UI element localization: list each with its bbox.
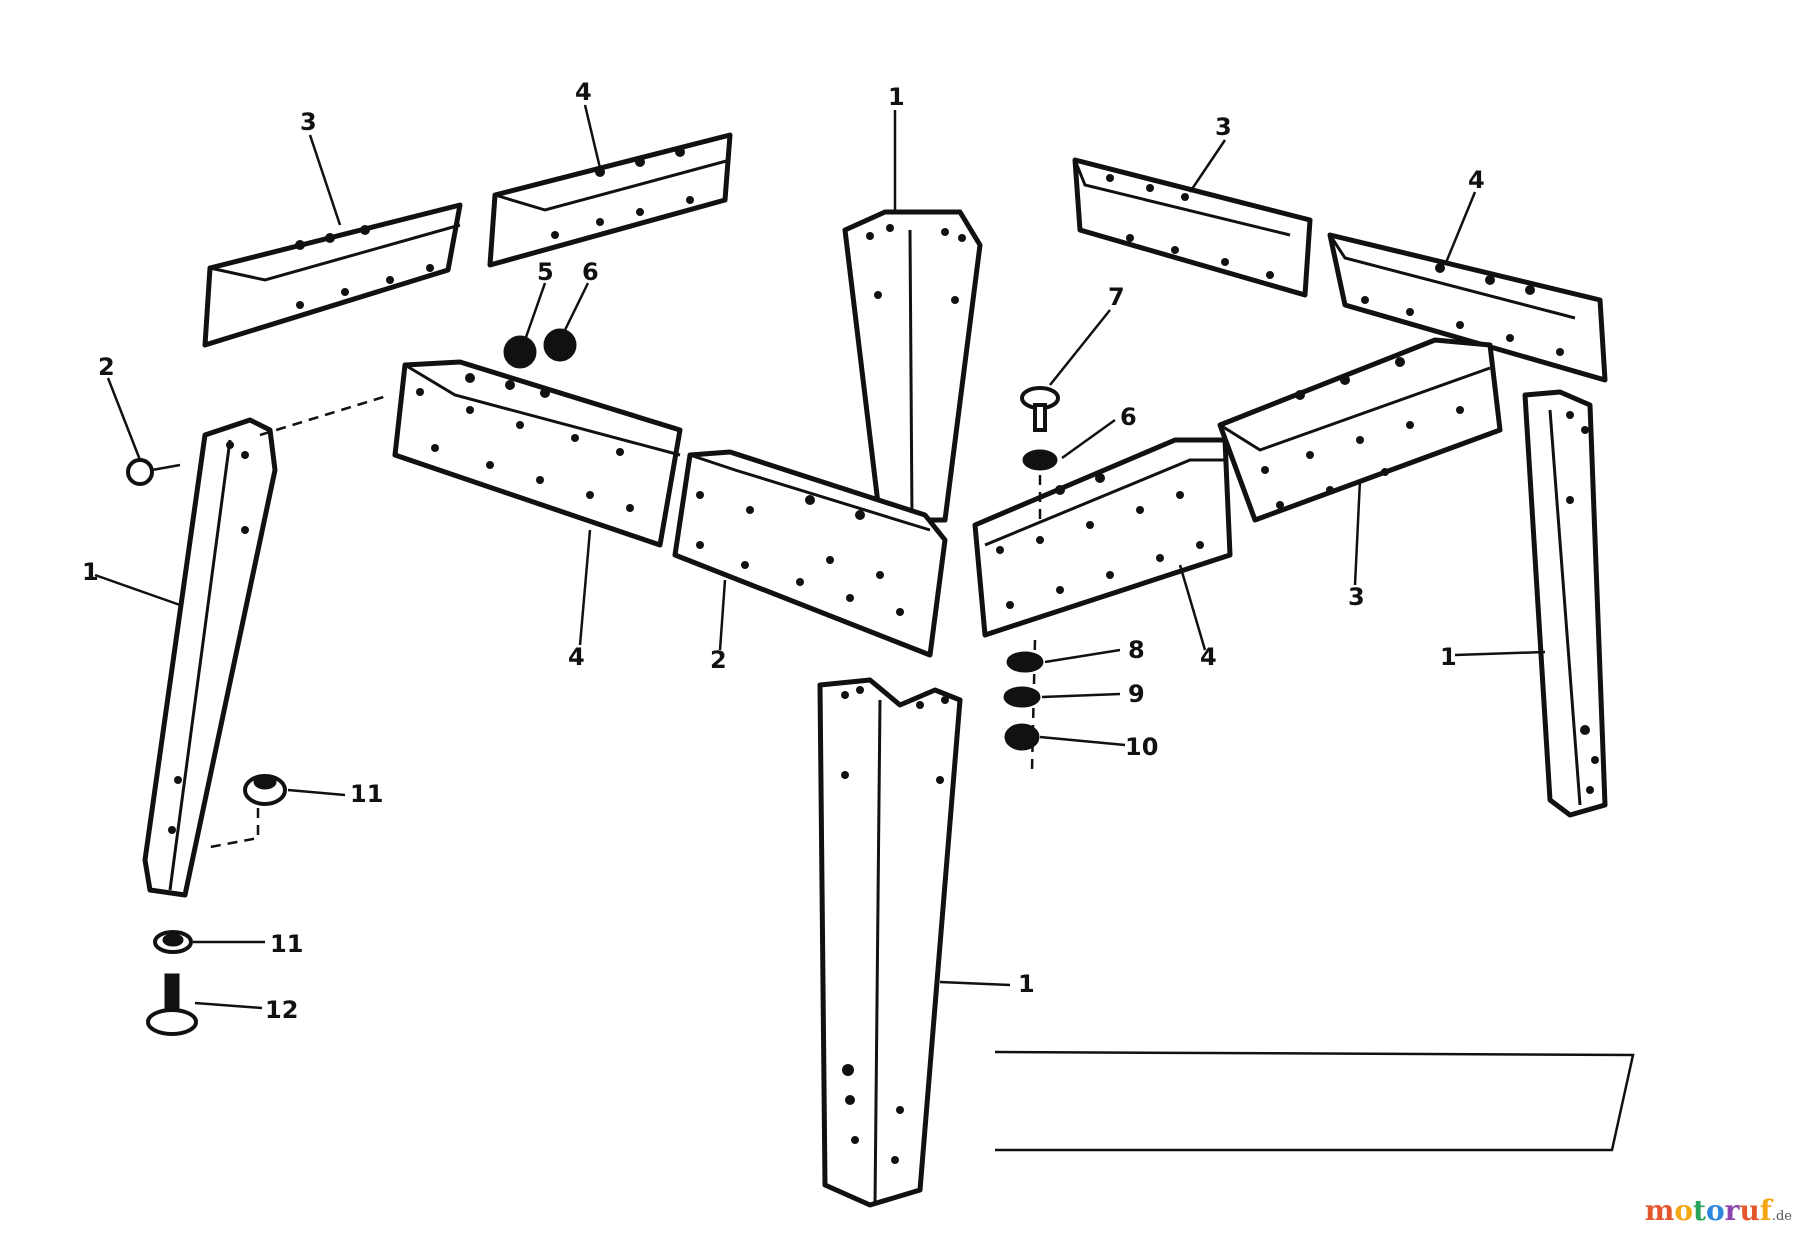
rail-part-4-top-right: [1327, 232, 1608, 383]
watermark-logo: motoruf.de: [1645, 1194, 1792, 1227]
callout-6: 6: [582, 258, 599, 286]
leveler-foot-part-12: [146, 973, 198, 1036]
title-block: [994, 1050, 1635, 1152]
nut-part-5: [503, 335, 537, 369]
leg-part-1-top: [842, 209, 983, 523]
callout-1-right: 1: [1440, 643, 1457, 671]
bolt-part-7: [1020, 386, 1060, 432]
callout-11-upper: 11: [350, 780, 383, 808]
leg-part-1-right: [1522, 389, 1608, 818]
callout-5: 5: [537, 258, 554, 286]
callout-6-right: 6: [1120, 403, 1137, 431]
rail-part-3-top-left: [202, 202, 463, 348]
watermark-brand: motoruf: [1644, 1194, 1772, 1227]
nut-part-11-lower: [153, 930, 193, 954]
callout-12: 12: [265, 996, 298, 1024]
nut-part-10: [1004, 723, 1040, 751]
callout-3-top-left: 3: [300, 108, 317, 136]
glide-part-11-upper: [243, 774, 287, 806]
leg-part-1-bottom: [817, 677, 963, 1208]
carriage-bolt-part-2: [126, 458, 181, 486]
callout-3-mid-right: 3: [1348, 583, 1365, 611]
leg-part-1-left: [142, 417, 278, 898]
callout-10: 10: [1125, 733, 1158, 761]
callout-4-mid-left: 4: [568, 643, 585, 671]
callout-2-mid: 2: [710, 646, 727, 674]
callout-4-mid-right: 4: [1200, 643, 1217, 671]
assembly-line-glide: [204, 808, 260, 850]
washer-part-8: [1006, 651, 1044, 673]
callout-4-top-left: 4: [575, 78, 592, 106]
callout-1-bottom: 1: [1018, 970, 1035, 998]
leader-lines: [94, 104, 1546, 1010]
rail-part-4-top-left: [487, 132, 733, 268]
washer-part-9: [1003, 686, 1041, 708]
apron-part-2-mid: [672, 449, 948, 658]
assembly-line-left-leg: [259, 393, 391, 437]
apron-part-4-mid-right: [972, 437, 1233, 638]
callout-3-top-right: 3: [1215, 113, 1232, 141]
callout-11-lower: 11: [270, 930, 303, 958]
apron-part-4-mid-left: [392, 359, 683, 548]
washer-part-6-right: [1022, 449, 1058, 471]
washer-part-6-top: [543, 328, 577, 362]
callout-2-left: 2: [98, 353, 115, 381]
callout-8: 8: [1128, 636, 1145, 664]
callout-7: 7: [1108, 283, 1125, 311]
callout-1-top: 1: [888, 83, 905, 111]
callout-labels: 3 4 1 3 4 2 5 6 7 6 1 4 2 4 3 1 8 9 10 1…: [82, 78, 1485, 1024]
rail-part-3-top-right: [1072, 157, 1313, 298]
apron-part-3-mid-right: [1217, 337, 1503, 523]
callout-4-top-right: 4: [1468, 166, 1485, 194]
callout-9: 9: [1128, 680, 1145, 708]
callout-1-left: 1: [82, 558, 99, 586]
watermark-tld: .de: [1771, 1209, 1792, 1224]
